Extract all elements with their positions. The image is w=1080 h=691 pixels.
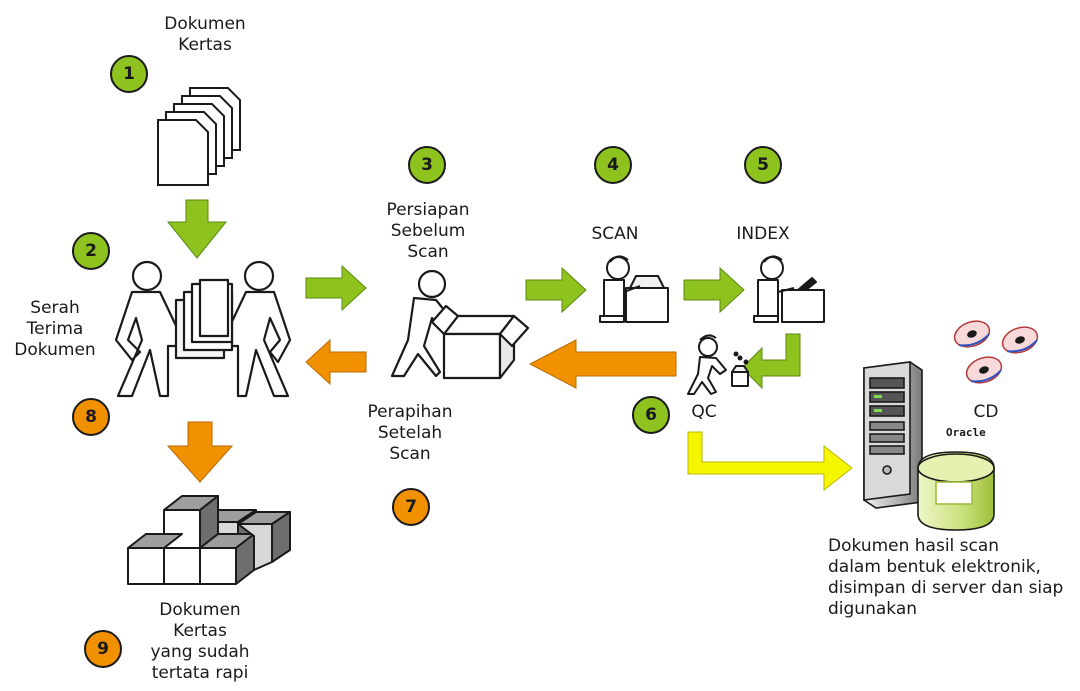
turn-arrow-green <box>741 333 801 390</box>
step-7-label: Perapihan Setelah Scan <box>367 402 453 464</box>
step-3-label: Persiapan Sebelum Scan <box>386 200 470 262</box>
server-icon <box>863 361 923 509</box>
step-7-badge: 7 <box>392 488 430 526</box>
server-caption: Dokumen hasil scan dalam bentuk elektron… <box>828 536 1064 619</box>
step-1-badge: 1 <box>110 55 148 93</box>
database-icon <box>917 451 995 531</box>
left-arrow-orange-1 <box>305 338 367 386</box>
right-arrow-green-3 <box>683 266 745 314</box>
left-arrow-orange-2 <box>528 339 677 389</box>
scan-operator-icon <box>599 255 669 323</box>
down-arrow-green <box>166 199 228 259</box>
step-5-label: INDEX <box>736 224 790 244</box>
step-9-badge: 9 <box>84 630 122 668</box>
person-packing-box-icon <box>390 269 530 380</box>
index-operator-icon <box>753 255 825 323</box>
step-6-badge: 6 <box>632 396 670 434</box>
down-arrow-orange <box>166 421 234 483</box>
step-1-label: Dokumen Kertas <box>164 14 246 55</box>
right-arrow-green-1 <box>305 264 367 312</box>
step-5-badge: 5 <box>744 146 782 184</box>
handover-people-icon <box>114 260 292 398</box>
arranged-boxes-icon <box>127 495 291 585</box>
step-2-badge: 2 <box>72 232 110 270</box>
cd-label: CD <box>973 402 999 422</box>
qc-inspector-icon <box>687 334 749 395</box>
step-4-label: SCAN <box>591 224 639 244</box>
oracle-label: Oracle <box>946 426 986 439</box>
cd-discs-icon <box>953 320 1039 384</box>
paper-documents-icon <box>157 87 241 186</box>
step-2-label: Serah Terima Dokumen <box>14 298 96 360</box>
storage-arrow-yellow <box>687 431 853 492</box>
step-3-badge: 3 <box>408 146 446 184</box>
step-8-badge: 8 <box>72 398 110 436</box>
step-4-badge: 4 <box>594 146 632 184</box>
step-9-label: Dokumen Kertas yang sudah tertata rapi <box>150 600 250 683</box>
step-6-label: QC <box>691 402 717 422</box>
right-arrow-green-2 <box>525 266 587 314</box>
